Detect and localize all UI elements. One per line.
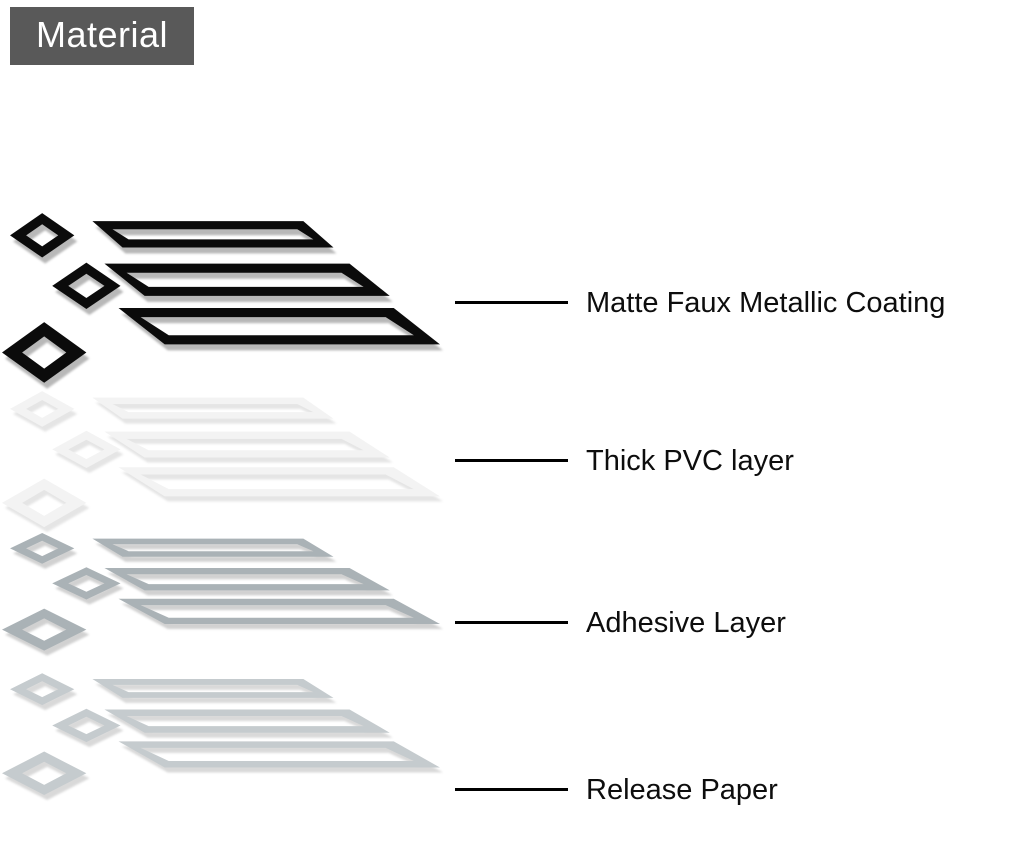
callout-line-matte-faux-metallic-coating — [455, 301, 568, 304]
section-title: Material — [10, 7, 195, 65]
decal-border-icon — [2, 533, 440, 651]
decal-border-icon — [2, 673, 440, 796]
layer-graphic-release-paper — [2, 673, 440, 796]
layer-graphic-adhesive-layer — [2, 533, 440, 651]
decal-border-icon — [2, 391, 440, 528]
decal-border-icon — [2, 213, 440, 383]
layer-label-thick-pvc-layer: Thick PVC layer — [586, 445, 794, 477]
callout-line-adhesive-layer — [455, 621, 568, 624]
callout-line-thick-pvc-layer — [455, 459, 568, 462]
layer-label-matte-faux-metallic-coating: Matte Faux Metallic Coating — [586, 287, 946, 319]
callout-line-release-paper — [455, 788, 568, 791]
layer-label-adhesive-layer: Adhesive Layer — [586, 607, 786, 639]
layer-graphic-thick-pvc-layer — [2, 391, 440, 528]
layer-graphic-matte-faux-metallic-coating — [2, 213, 440, 383]
layer-label-release-paper: Release Paper — [586, 774, 778, 806]
